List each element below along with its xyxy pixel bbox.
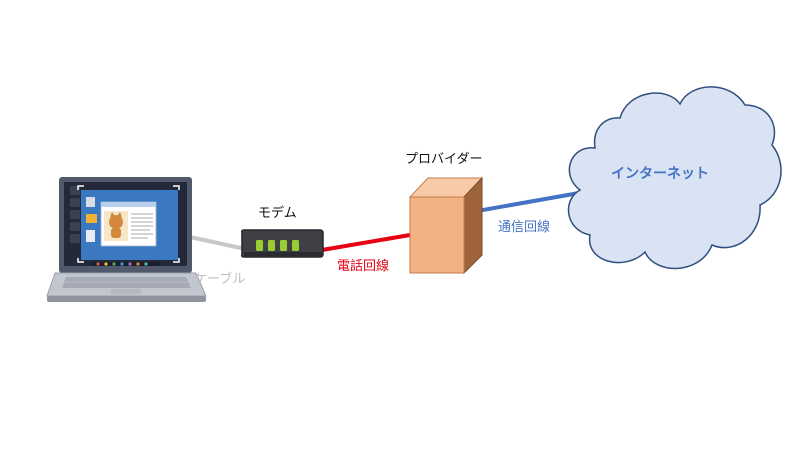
phone-line	[321, 233, 411, 252]
cloud-icon	[567, 86, 782, 270]
server-box-icon	[408, 176, 484, 275]
comm-line-label: 通信回線	[498, 219, 550, 235]
laptop-icon	[46, 177, 207, 302]
modem-icon	[241, 229, 324, 258]
modem-label: モデム	[258, 205, 297, 221]
cable-label: ケーブル	[194, 271, 245, 287]
cable-line	[189, 235, 251, 252]
provider-label: プロバイダー	[405, 152, 482, 167]
internet-label: インターネット	[611, 166, 709, 182]
phone-line-label: 電話回線	[337, 258, 389, 274]
